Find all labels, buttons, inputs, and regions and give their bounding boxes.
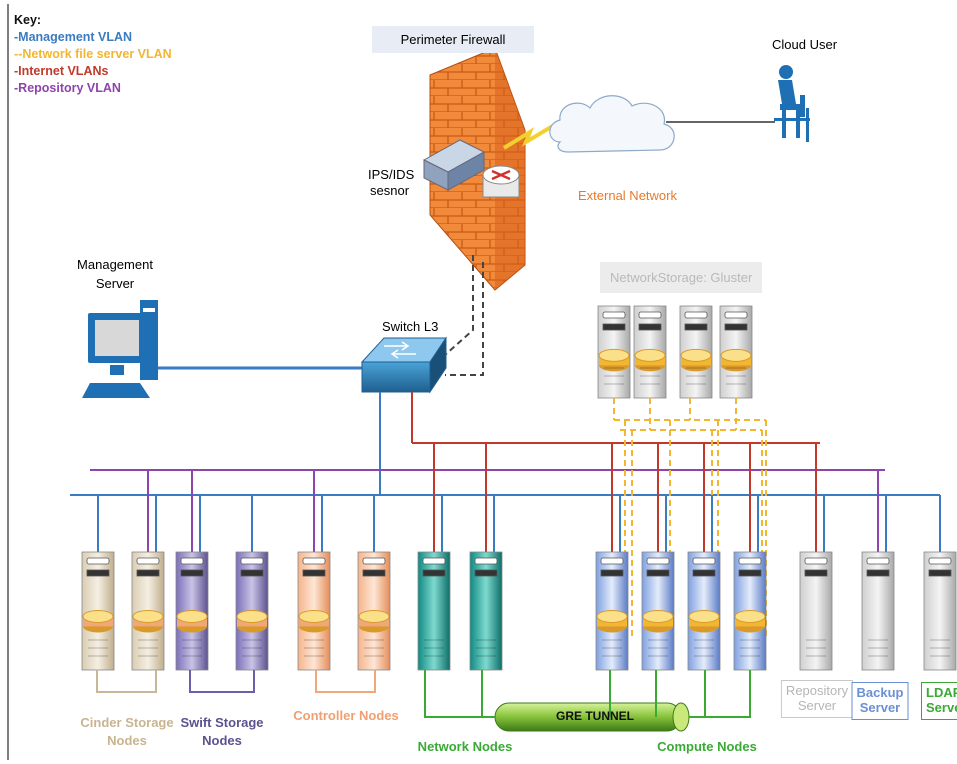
lightning-icon	[502, 122, 558, 150]
network-storage-label: NetworkStorage: Gluster	[600, 262, 763, 293]
management-server-label: Management	[77, 257, 153, 272]
cloud-user-icon	[774, 65, 810, 142]
switch-l3-icon	[360, 336, 447, 394]
compute-nodes-label: Compute Nodes	[657, 739, 757, 754]
legend-item-management: -Management VLAN	[14, 30, 133, 44]
swift-storage-label: Swift Storage	[180, 715, 264, 730]
ldap-server-label-1: LDAP	[926, 685, 957, 700]
legend-item-repository: -Repository VLAN	[14, 81, 121, 95]
gluster-server-gs-1	[597, 305, 631, 399]
repository-server-label-1: Repository	[785, 683, 849, 698]
cinder-storage-label-2: Nodes	[107, 733, 147, 748]
gre-tunnel-links	[424, 670, 751, 718]
gluster-server-gs-3	[679, 305, 713, 399]
gluster-server-gs-2	[633, 305, 667, 399]
switch-l3-label: Switch L3	[382, 319, 439, 334]
network-node-2	[469, 551, 503, 671]
router-icon	[482, 165, 520, 198]
management-server-label-2: Server	[95, 276, 135, 291]
repository-server	[799, 551, 833, 671]
perimeter-firewall-label: Perimeter Firewall	[372, 26, 534, 53]
compute-node-4	[733, 551, 767, 671]
network-node-1	[417, 551, 451, 671]
cloud-user-label: Cloud User	[772, 37, 838, 52]
management-server-icon	[82, 300, 158, 398]
backup-server-label: Backup Server	[851, 682, 909, 720]
legend-title: Key:	[14, 13, 42, 27]
compute-node-2	[641, 551, 675, 671]
cinder-storage-label: Cinder Storage	[80, 715, 174, 730]
swift-node-2	[235, 551, 269, 671]
ips-ids-sensor-icon	[422, 139, 486, 191]
swift-node-1	[175, 551, 209, 671]
external-network-cloud-icon	[549, 95, 675, 153]
repository-server-label: Repository Server	[780, 680, 854, 718]
swift-storage-label-2: Nodes	[202, 733, 242, 748]
ips-ids-label: IPS/IDS	[368, 167, 415, 182]
backup-server-label-2: Server	[859, 699, 901, 715]
controller-node-2	[357, 551, 391, 671]
legend-item-internet: -Internet VLANs	[14, 64, 109, 78]
controller-nodes-label: Controller Nodes	[293, 708, 399, 723]
controller-node-1	[297, 551, 331, 671]
gluster-server-gs-4	[719, 305, 753, 399]
compute-node-1	[595, 551, 629, 671]
ldap-server-label: LDAP Server	[921, 682, 957, 720]
cinder-node-2	[131, 551, 165, 671]
openstack-node-servers	[81, 443, 957, 671]
backup-server-label-1: Backup	[856, 685, 904, 700]
gre-tunnel-label: GRE TUNNEL	[556, 709, 634, 723]
ldap-server-label-2: Server	[926, 699, 957, 715]
vlan-drop-links	[97, 443, 941, 552]
ips-ids-label-2: sesnor	[370, 183, 410, 198]
legend-item-nfs: --Network file server VLAN	[14, 47, 172, 61]
compute-node-3	[687, 551, 721, 671]
network-nodes-label: Network Nodes	[417, 739, 513, 754]
legend: Key: -Management VLAN --Network file ser…	[14, 12, 172, 97]
repository-server-label-2: Server	[797, 697, 837, 713]
external-network-label: External Network	[578, 188, 677, 203]
cinder-node-1	[81, 551, 115, 671]
ldap-server	[923, 551, 957, 671]
backup-server	[861, 551, 895, 671]
network-storage-gluster-servers	[597, 305, 753, 399]
